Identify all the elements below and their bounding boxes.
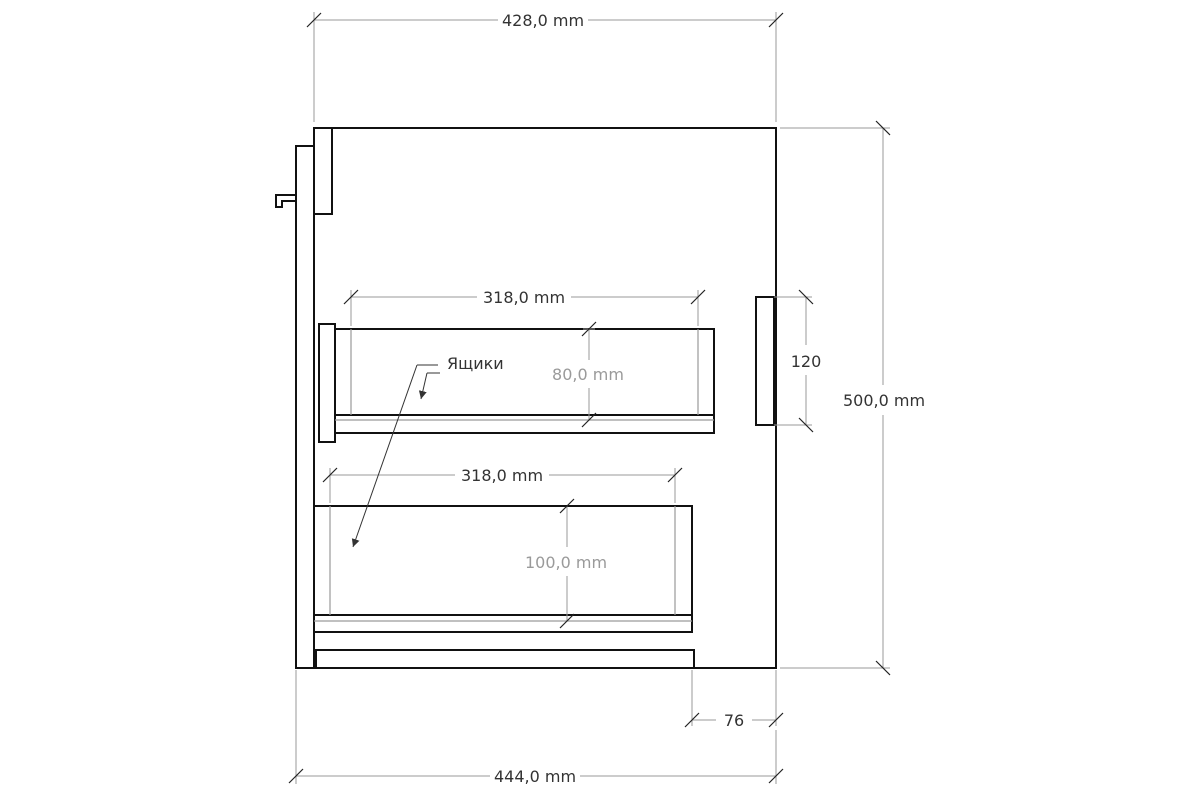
dim-handle: 120 <box>774 289 822 433</box>
dim-lower-drawer-height: 100,0 mm <box>525 498 607 629</box>
dim-height: 500,0 mm <box>780 120 925 676</box>
upper-drawer-box <box>335 328 715 434</box>
bottom-rail <box>315 649 695 669</box>
lower-drawer <box>314 505 693 633</box>
front-hook <box>275 194 296 208</box>
upper-drawer-front <box>318 323 336 443</box>
top-front-rail <box>313 127 333 215</box>
drawers-leader-line-lower <box>351 364 418 548</box>
front-panel <box>295 145 315 669</box>
side-handle <box>755 296 775 426</box>
dim-upper-drawer-height: 80,0 mm <box>552 321 624 428</box>
dim-back-offset: 76 <box>684 670 784 730</box>
dim-top-width-label: 428,0 mm <box>502 11 584 30</box>
dim-lower-drawer-height-label: 100,0 mm <box>525 553 607 572</box>
dim-overall-width: 444,0 mm <box>288 670 784 786</box>
dim-upper-drawer-height-label: 80,0 mm <box>552 365 624 384</box>
dim-upper-drawer-width-label: 318,0 mm <box>483 288 565 307</box>
cabinet-carcass <box>313 127 777 669</box>
dim-top-width: 428,0 mm <box>306 11 784 122</box>
dim-back-offset-label: 76 <box>724 711 744 730</box>
dim-handle-label: 120 <box>791 352 822 371</box>
dim-height-label: 500,0 mm <box>843 391 925 410</box>
dim-upper-drawer-width: 318,0 mm <box>343 288 706 326</box>
lower-drawer-box <box>314 505 693 633</box>
drawers-leader-line-upper <box>418 372 428 400</box>
dim-overall-width-label: 444,0 mm <box>494 767 576 786</box>
cabinet-body <box>275 127 777 669</box>
dim-lower-drawer-width-label: 318,0 mm <box>461 466 543 485</box>
drawers-callout: Ящики <box>351 354 504 548</box>
upper-drawer <box>318 323 715 443</box>
drawers-callout-label: Ящики <box>447 354 504 373</box>
dim-lower-drawer-width: 318,0 mm <box>322 466 683 503</box>
